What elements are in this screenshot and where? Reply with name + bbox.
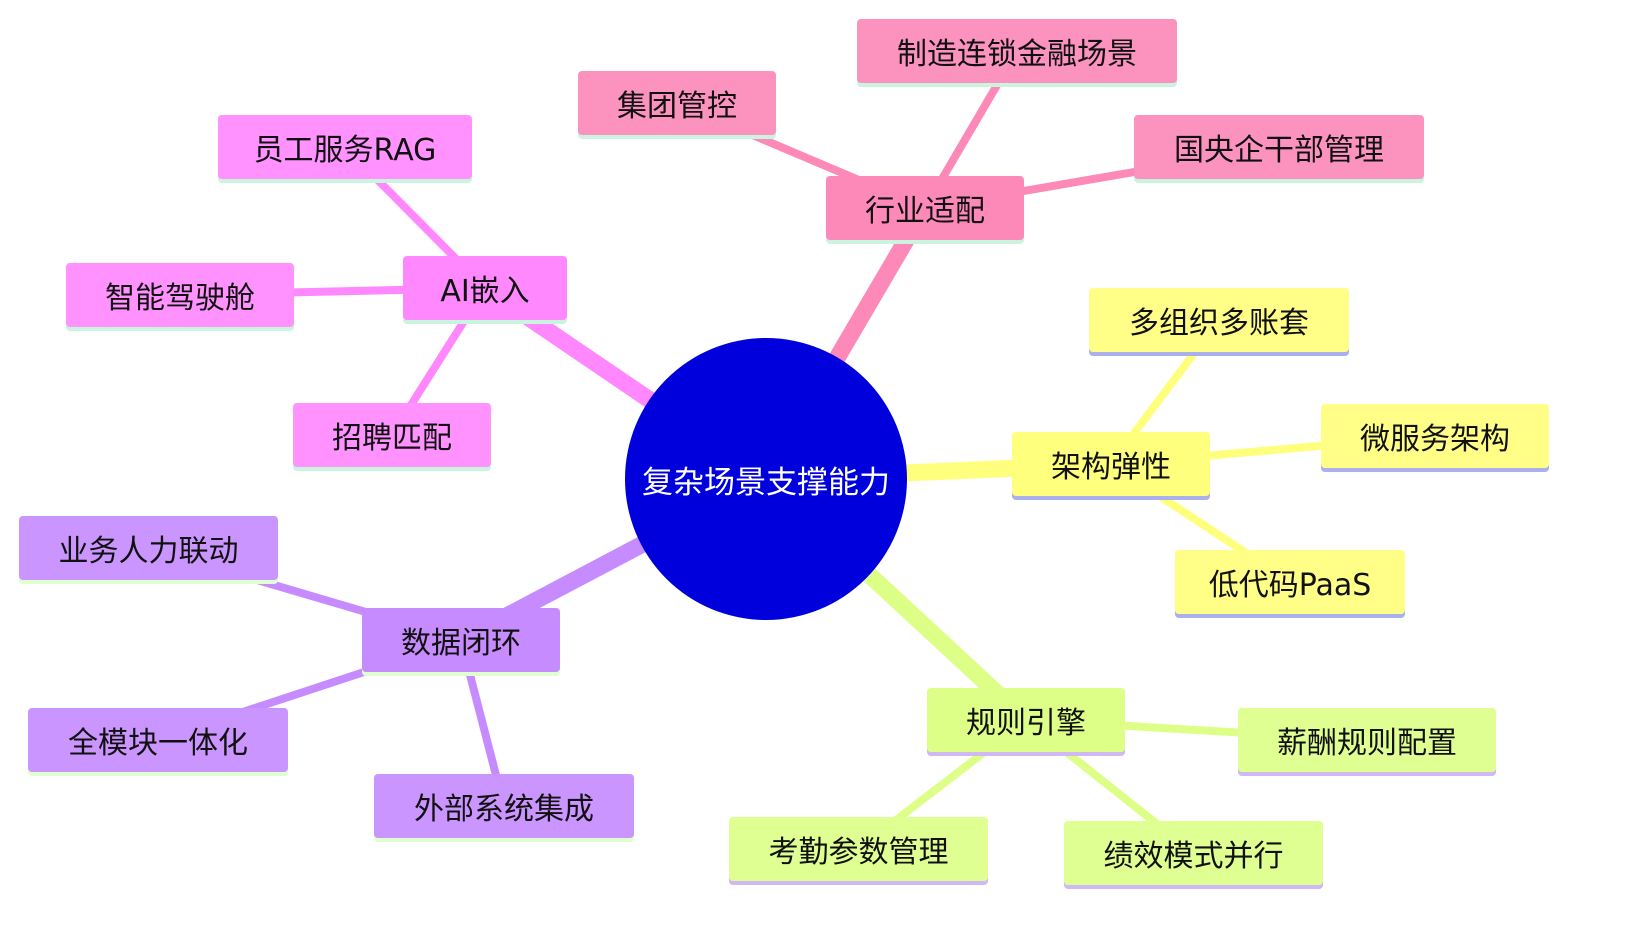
branch-data-loop: 数据闭环 — [362, 608, 560, 672]
leaf-soe-cadre: 国央企干部管理 — [1134, 115, 1424, 179]
leaf-performance-modes: 绩效模式并行 — [1064, 821, 1323, 885]
leaf-manufacturing-finance: 制造连锁金融场景 — [857, 19, 1177, 83]
leaf-smart-cockpit: 智能驾驶舱 — [66, 263, 294, 327]
leaf-salary-rules: 薪酬规则配置 — [1238, 708, 1496, 772]
leaf-all-modules: 全模块一体化 — [28, 708, 288, 772]
leaf-business-hr: 业务人力联动 — [19, 516, 278, 580]
leaf-attendance-params: 考勤参数管理 — [729, 817, 988, 881]
leaf-employee-rag: 员工服务RAG — [218, 115, 472, 179]
root-node: 复杂场景支撑能力 — [625, 338, 907, 620]
branch-industry: 行业适配 — [826, 176, 1024, 240]
leaf-microservice: 微服务架构 — [1321, 404, 1549, 468]
leaf-multi-org: 多组织多账套 — [1089, 288, 1349, 352]
leaf-external-integration: 外部系统集成 — [374, 774, 634, 838]
leaf-recruit-match: 招聘匹配 — [293, 403, 491, 467]
leaf-group-control: 集团管控 — [578, 71, 776, 135]
branch-architecture: 架构弹性 — [1012, 432, 1210, 496]
leaf-lowcode: 低代码PaaS — [1175, 550, 1405, 614]
branch-ai: AI嵌入 — [403, 256, 567, 320]
branch-rules: 规则引擎 — [927, 688, 1125, 752]
